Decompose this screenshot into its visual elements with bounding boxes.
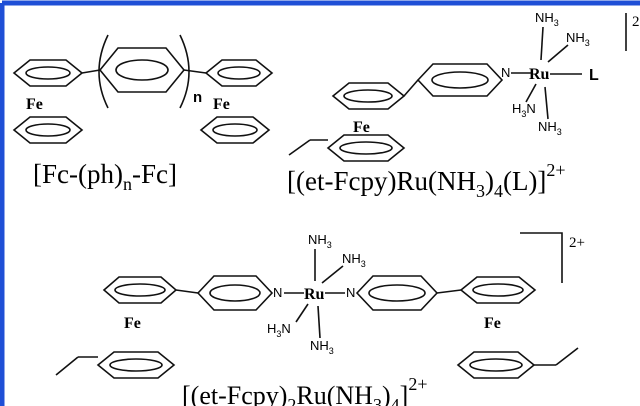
h3n-left: H3N (512, 101, 536, 119)
n-atom-right: N (346, 285, 355, 300)
nh3-bottom: NH3 (310, 338, 334, 356)
cp-ring-inner (114, 283, 166, 297)
bond (436, 289, 462, 294)
structure-fc-ph-fc: n Fe Fe [Fc-(ph)n-Fc] (12, 34, 274, 194)
structure-et-fcpy2-ru: N Ru N NH3 NH3 H3N NH3 Fe Fe 2+ [(et-Fcp… (55, 232, 585, 406)
fe-label-right: Fe (484, 315, 501, 332)
cp-ring-top-right (459, 276, 537, 304)
cp-ring-inner (109, 358, 163, 372)
ethyl-bond-left-1 (55, 356, 79, 376)
bond (183, 69, 207, 74)
bond-ru-h3n (525, 83, 537, 103)
phenyl-ring (98, 47, 186, 93)
n-atom-left: N (273, 285, 282, 300)
cp-ring-bottom-left (96, 351, 176, 379)
pyridine-ring-inner (368, 284, 426, 302)
charge-top: 2 (632, 14, 640, 30)
label-fc-ph-fc: [Fc-(ph)n-Fc] (33, 159, 177, 194)
ethyl-bond-1 (288, 139, 311, 156)
label-et-fcpy-ru-l: [(et-Fcpy)Ru(NH3)4(L)]2+ (287, 160, 566, 201)
pyridine-ring-inner (209, 284, 261, 302)
l-ligand: L (589, 67, 599, 84)
charge-bottom: 2+ (569, 235, 585, 251)
nh3-bottom: NH3 (538, 119, 562, 137)
bond-ru-nh3-top (540, 26, 544, 61)
bond-ru-nh3-upper-right (547, 44, 569, 63)
subscript-n: n (193, 89, 202, 106)
n-atom: N (501, 65, 510, 80)
cp-ring-inner (212, 123, 258, 137)
bond-ru-nh3-bottom (544, 86, 549, 120)
cp-ring-inner (472, 283, 524, 297)
pyridine-ring-inner (431, 71, 489, 89)
cp-ring-top-left (12, 59, 84, 87)
h3n-left: H3N (267, 321, 291, 339)
bond (403, 79, 419, 97)
nh3-top: NH3 (308, 232, 332, 250)
cp-ring-bottom-right (199, 116, 271, 144)
cp-ring-bottom (326, 134, 406, 162)
cp-ring-inner (25, 66, 71, 80)
nh3-upper-right: NH3 (566, 30, 590, 48)
ru-atom: Ru (304, 286, 325, 303)
structure-et-fcpy-ru-l: N Ru L NH3 NH3 H3N NH3 Fe 2 [(et-Fcpy)Ru… (287, 10, 640, 201)
cp-ring-inner (339, 141, 393, 155)
bond-ru-nh3-bottom (317, 305, 321, 339)
label-et-fcpy2-ru: [(et-Fcpy)2Ru(NH3)4]2+ (182, 374, 427, 406)
ethyl-bond-right-2 (555, 347, 579, 366)
open-paren (98, 34, 109, 109)
cp-ring-top-right (204, 59, 274, 87)
phenyl-ring-inner (115, 59, 169, 81)
bond-ru-h3n (295, 303, 309, 323)
cp-ring-bottom-left (12, 116, 84, 144)
fe-label-right: Fe (213, 96, 230, 113)
close-paren (179, 34, 190, 109)
cp-ring-inner (217, 66, 261, 80)
cp-ring-inner (25, 123, 71, 137)
bond (81, 69, 101, 74)
fe-label: Fe (353, 119, 370, 136)
bond (175, 289, 199, 294)
ru-atom: Ru (529, 66, 550, 83)
pyridine-ring (416, 63, 504, 97)
fe-label-left: Fe (124, 315, 141, 332)
pyridine-ring-left (196, 275, 274, 311)
cp-ring-inner (469, 358, 523, 372)
bond-ru-nh3-upper-right (321, 265, 344, 284)
nh3-upper-right: NH3 (342, 251, 366, 269)
cp-ring-inner (343, 89, 393, 103)
charge-bracket (520, 232, 563, 283)
nh3-top: NH3 (535, 10, 559, 28)
fe-label-left: Fe (26, 96, 43, 113)
